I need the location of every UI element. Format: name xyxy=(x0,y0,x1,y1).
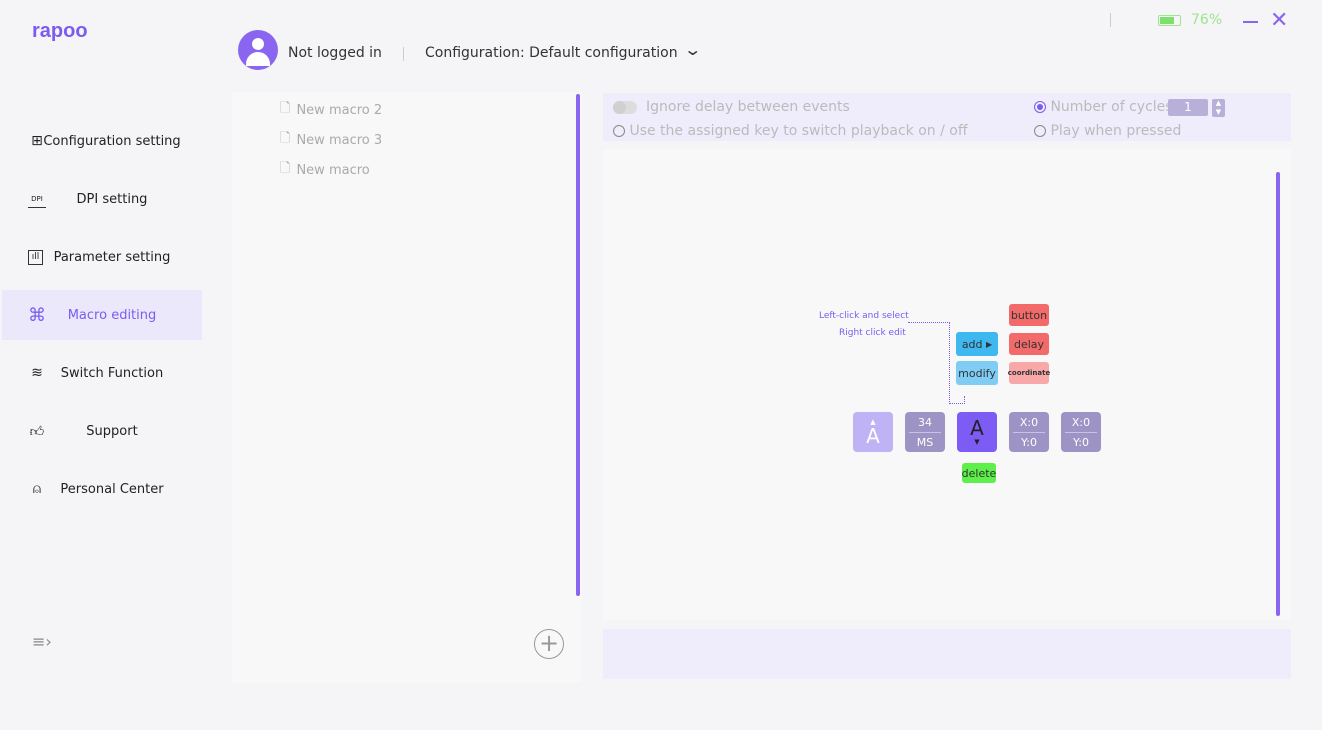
ignore-delay-toggle[interactable] xyxy=(613,101,637,114)
add-macro-button[interactable]: + xyxy=(534,629,564,659)
key-label: A xyxy=(970,416,984,440)
delete-button[interactable]: delete xyxy=(962,463,996,483)
ignore-delay-label: Ignore delay between events xyxy=(646,99,850,115)
sidebar-item-configuration-setting[interactable]: ⊞Configuration setting xyxy=(2,116,202,166)
macro-canvas: Left-click and select Right click edit a… xyxy=(603,150,1291,620)
add-button[interactable]: add ▶ xyxy=(956,332,998,356)
macro-options: Ignore delay between events Use the assi… xyxy=(603,93,1291,141)
x-value: X:0 xyxy=(1019,415,1039,429)
thumbs-up-icon: 👍︎ xyxy=(29,423,45,440)
person-icon: ⍝ xyxy=(32,481,42,497)
battery-level: 76% xyxy=(1191,12,1223,28)
delay-value: 34 xyxy=(918,415,932,429)
sidebar-item-switch-function[interactable]: ≋Switch Function xyxy=(2,348,202,398)
y-value: Y:0 xyxy=(1021,435,1037,449)
help-text: Right click edit xyxy=(839,328,906,338)
battery-icon xyxy=(1158,15,1181,26)
key-down-event[interactable]: ▲A xyxy=(853,412,893,452)
configuration-select[interactable]: Configuration: Default configuration xyxy=(425,45,678,61)
play-pressed-radio[interactable]: Play when pressed xyxy=(1034,123,1181,139)
dpi-icon: DPI xyxy=(28,190,46,208)
cycles-stepper[interactable]: ▲▼ xyxy=(1212,99,1225,117)
cycles-input[interactable]: 1 xyxy=(1168,99,1208,116)
insert-coordinate-option[interactable]: coordinate xyxy=(1008,362,1050,384)
scrollbar[interactable] xyxy=(576,94,580,596)
help-text: Left-click and select xyxy=(819,311,909,321)
list-item[interactable]: 🗋New macro 3 xyxy=(280,129,382,151)
cycles-label: Number of cycles xyxy=(1050,99,1173,115)
command-icon: ⌘ xyxy=(28,304,46,326)
file-icon: 🗋 xyxy=(280,161,291,176)
divider xyxy=(403,47,404,61)
cycles-radio[interactable]: Number of cycles xyxy=(1034,99,1173,115)
arrow-right-icon: ▶ xyxy=(986,339,993,349)
play-pressed-label: Play when pressed xyxy=(1050,123,1182,139)
x-value: X:0 xyxy=(1071,415,1091,429)
close-button[interactable]: ✕ xyxy=(1270,8,1289,33)
insert-delay-option[interactable]: delay xyxy=(1009,333,1049,355)
rapoo-logo: rapoo xyxy=(32,20,88,42)
y-value: Y:0 xyxy=(1073,435,1089,449)
macro-list: 🗋New macro 2 🗋New macro 3 🗋New macro + xyxy=(232,92,582,682)
file-icon: 🗋 xyxy=(280,101,291,116)
login-status[interactable]: Not logged in xyxy=(288,45,382,61)
use-key-radio[interactable]: Use the assigned key to switch playback … xyxy=(613,123,967,139)
avatar[interactable] xyxy=(238,30,278,70)
arrow-up-icon: ▲ xyxy=(870,418,876,426)
add-label: add xyxy=(961,337,983,351)
collapse-menu-icon[interactable]: ≡› xyxy=(32,632,52,651)
help-connector xyxy=(908,322,950,402)
chevron-down-icon[interactable]: ⌄ xyxy=(683,40,703,59)
use-key-label: Use the assigned key to switch playback … xyxy=(629,123,968,139)
key-label: A xyxy=(866,424,880,448)
file-icon: 🗋 xyxy=(280,131,291,146)
key-up-event-selected[interactable]: A▼ xyxy=(957,412,997,452)
sidebar-item-macro-editing[interactable]: ⌘Macro editing xyxy=(2,290,202,340)
bottom-panel xyxy=(603,629,1291,679)
list-item[interactable]: 🗋New macro xyxy=(280,159,370,181)
grid-icon: ⊞ xyxy=(31,133,43,149)
insert-button-option[interactable]: button xyxy=(1009,304,1049,326)
sidebar-item-support[interactable]: 👍︎Support xyxy=(29,423,138,440)
minimize-button[interactable] xyxy=(1243,21,1258,23)
layers-icon: ≋ xyxy=(31,365,43,381)
modify-button[interactable]: modify xyxy=(956,361,998,385)
chart-icon: ıll xyxy=(28,249,43,265)
scrollbar[interactable] xyxy=(1276,172,1280,616)
list-item[interactable]: 🗋New macro 2 xyxy=(280,99,382,121)
sidebar-item-personal-center[interactable]: ⍝Personal Center xyxy=(2,464,202,514)
arrow-down-icon: ▼ xyxy=(974,438,980,446)
help-connector xyxy=(949,396,965,404)
divider xyxy=(1110,13,1111,27)
delay-unit: MS xyxy=(916,435,934,449)
